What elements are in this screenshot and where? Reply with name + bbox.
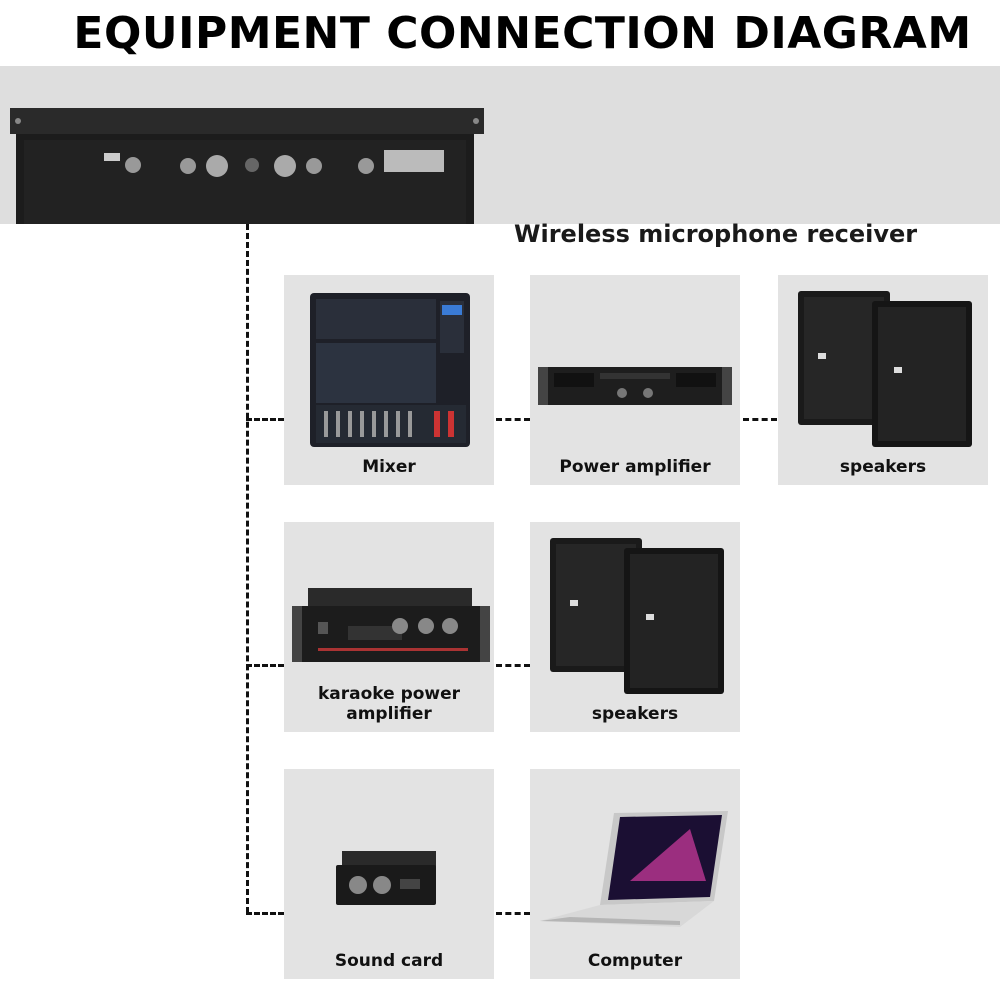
device-label: speakers — [591, 704, 679, 724]
receiver-band: Wireless microphone receiver — [0, 66, 1000, 248]
receiver-image — [10, 108, 484, 224]
device-card-power-amplifier: Power amplifier — [530, 275, 740, 485]
device-label: Mixer — [362, 457, 416, 477]
device-label: karaoke power amplifier — [317, 684, 461, 724]
speakers-image — [550, 538, 724, 694]
connection-line-vertical — [246, 224, 249, 913]
connection-line-karaoke — [246, 664, 284, 667]
device-label: Sound card — [334, 951, 444, 971]
computer-image — [540, 811, 728, 927]
connection-line-karaoke-speakers — [496, 664, 530, 667]
device-card-computer: Computer — [530, 769, 740, 979]
connection-line-mixer — [246, 418, 284, 421]
device-label: Power amplifier — [559, 457, 711, 477]
connection-line-soundcard — [246, 912, 284, 915]
device-card-karaoke-amplifier: karaoke power amplifier — [284, 522, 494, 732]
device-label: Computer — [587, 951, 683, 971]
device-label: speakers — [839, 457, 927, 477]
receiver-label: Wireless microphone receiver — [514, 220, 918, 248]
mixer-image — [310, 293, 470, 447]
diagram-title: EQUIPMENT CONNECTION DIAGRAM — [73, 8, 972, 59]
device-card-speakers-2: speakers — [530, 522, 740, 732]
connection-line-amplifier-speakers — [743, 418, 777, 421]
device-card-mixer: Mixer — [284, 275, 494, 485]
connection-line-soundcard-computer — [496, 912, 530, 915]
connection-line-mixer-amplifier — [496, 418, 530, 421]
speakers-image — [798, 291, 972, 447]
device-card-sound-card: Sound card — [284, 769, 494, 979]
power-amplifier-image — [538, 367, 732, 405]
device-card-speakers-1: speakers — [778, 275, 988, 485]
karaoke-amplifier-image — [292, 588, 490, 662]
sound-card-image — [336, 851, 436, 905]
